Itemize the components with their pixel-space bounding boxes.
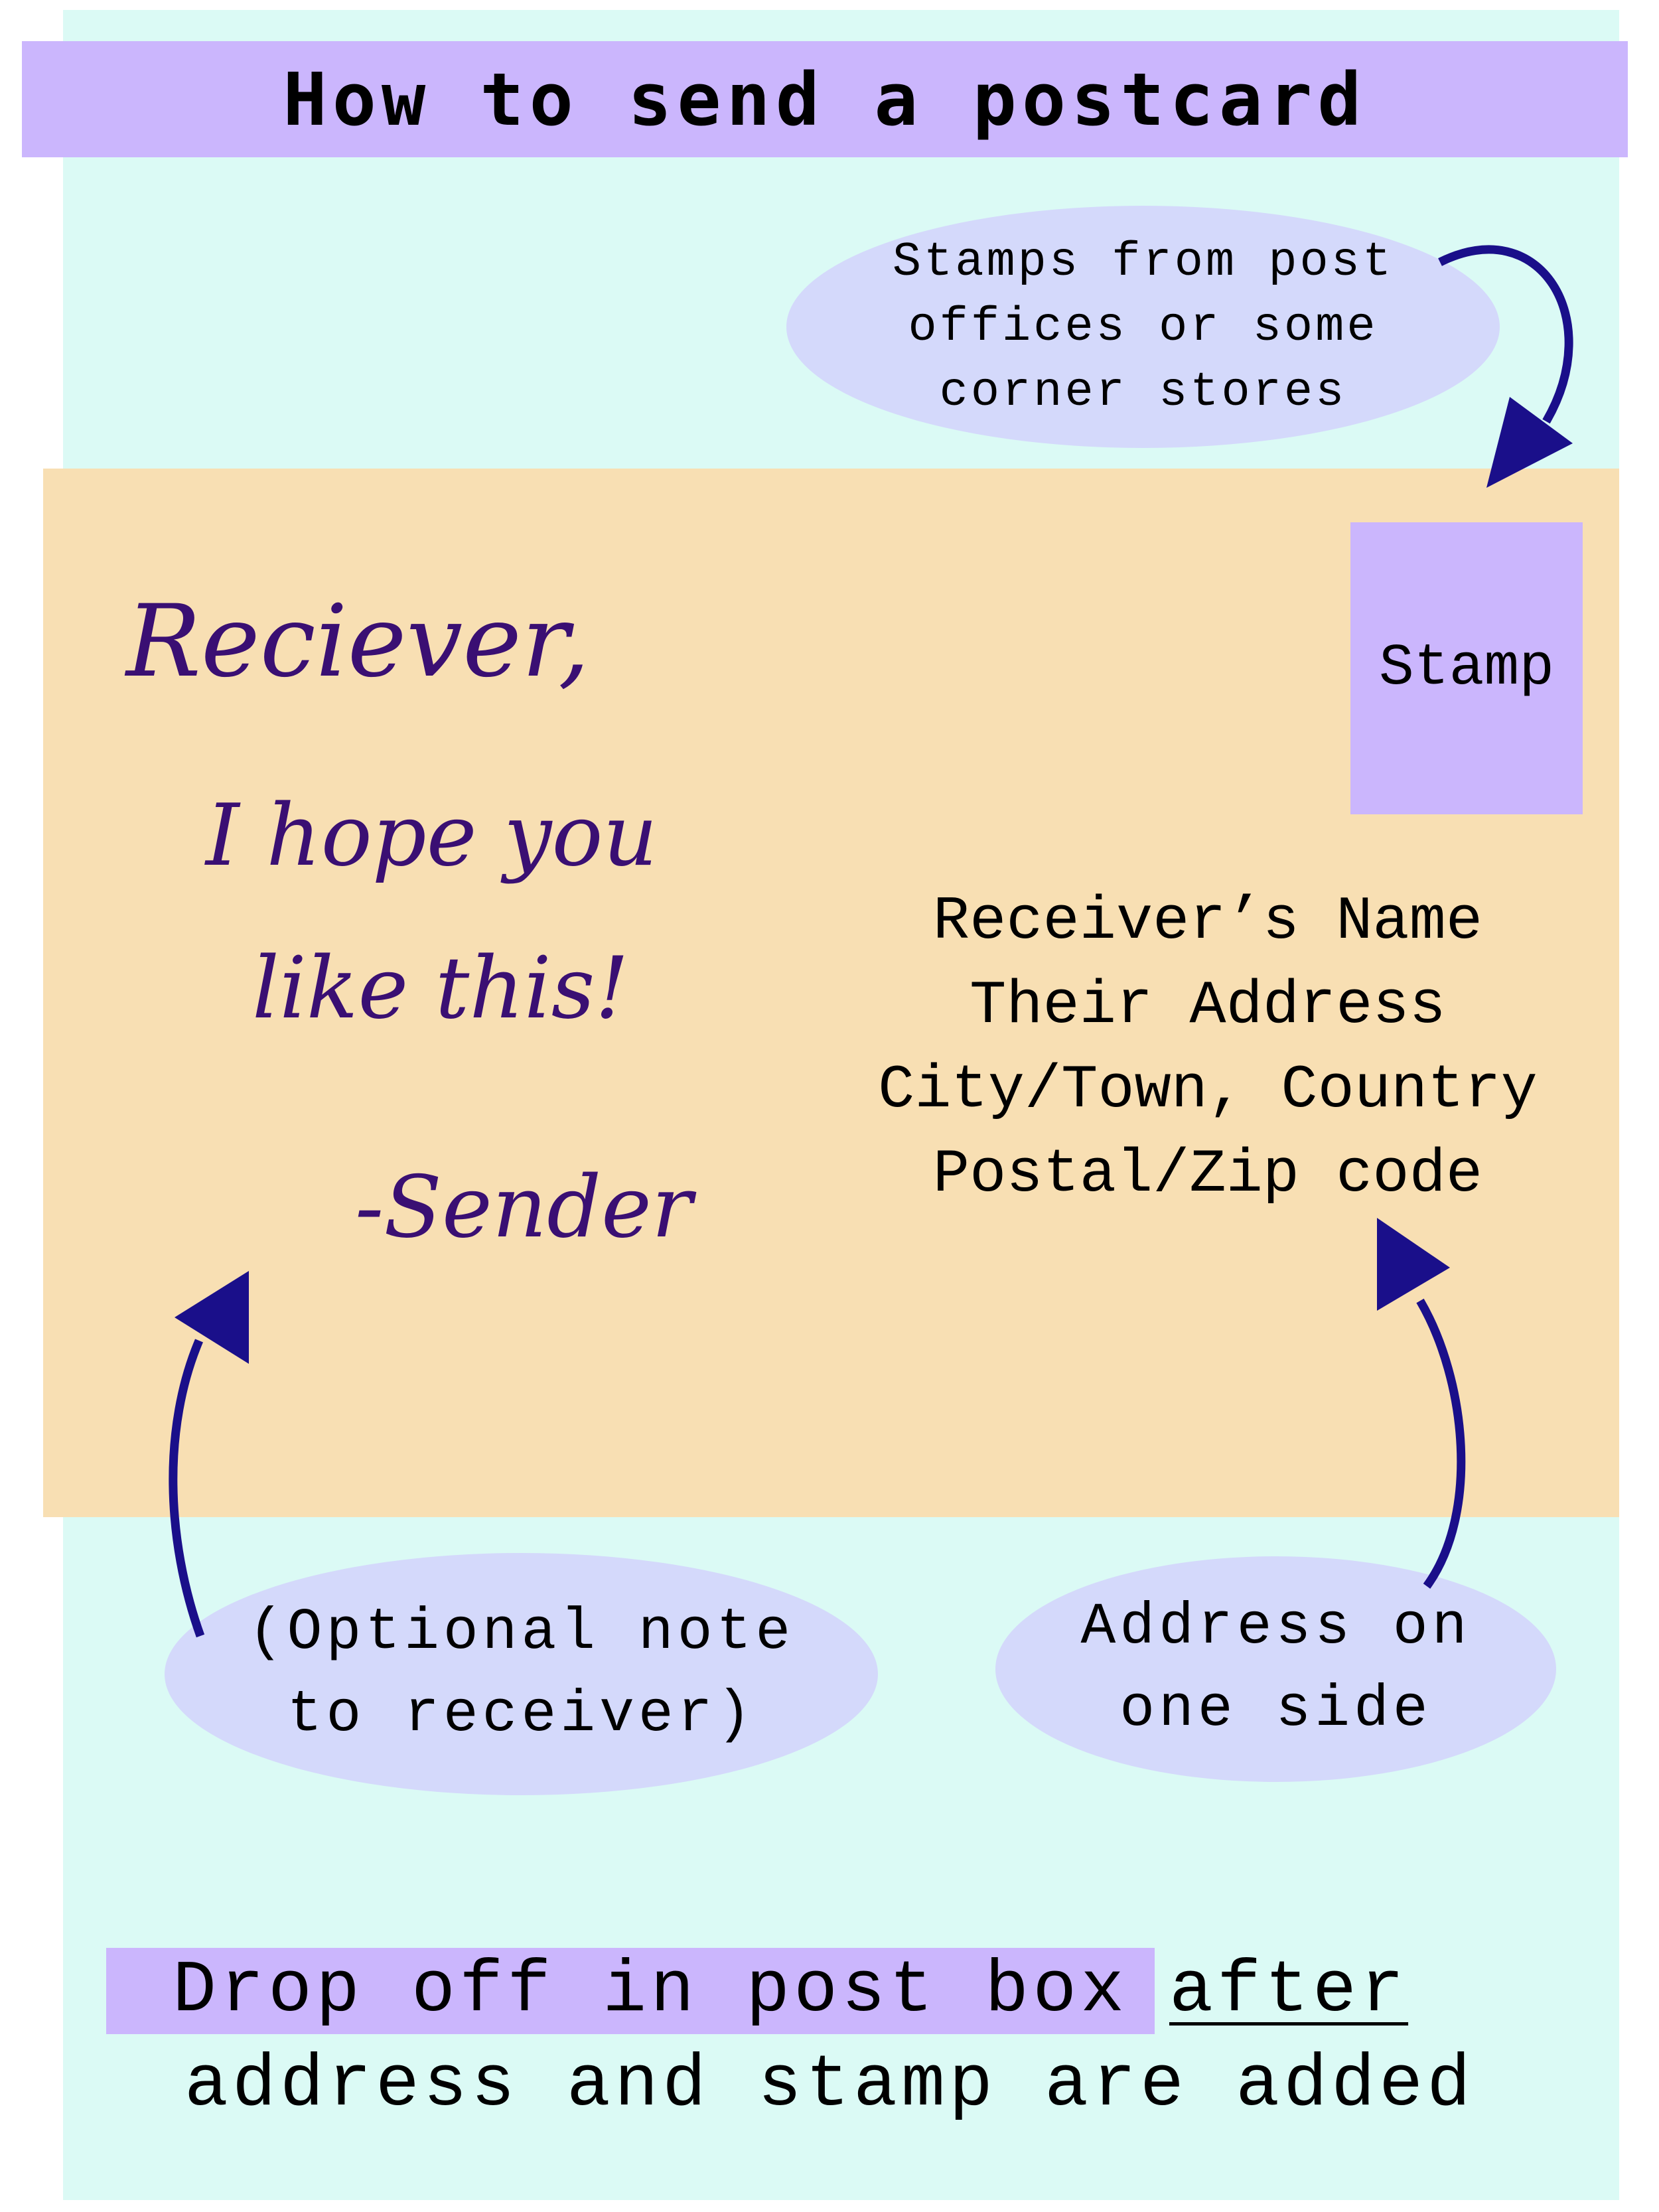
address-callout: Address on one side — [995, 1556, 1556, 1782]
footer-emphasis: after — [1169, 1949, 1409, 2033]
address-line: City/Town, Country — [878, 1055, 1538, 1125]
stamps-callout: Stamps from post offices or some corner … — [786, 206, 1500, 448]
note-callout: (Optional note to receiver) — [165, 1553, 878, 1795]
address-callout-line: one side — [1119, 1677, 1432, 1743]
address-block: Receiver’s Name Their Address City/Town,… — [803, 879, 1613, 1217]
stamp-arrow — [1438, 245, 1573, 424]
handwritten-line-1: I hope you — [206, 786, 658, 885]
address-callout-line: Address on — [1080, 1595, 1471, 1660]
note-arrow-head — [175, 1271, 249, 1364]
stamp-arrow-head — [1486, 397, 1573, 488]
handwritten-line-2: like this! — [252, 939, 629, 1038]
note-arrow — [169, 1339, 205, 1638]
note-callout-line: (Optional note — [248, 1599, 795, 1666]
address-line: Receiver’s Name — [932, 887, 1483, 956]
stamp-box: Stamp — [1350, 522, 1583, 814]
handwritten-greeting: Reciever, — [126, 584, 590, 700]
address-line: Postal/Zip code — [932, 1140, 1483, 1209]
page-title: How to send a postcard — [283, 56, 1367, 142]
footer-line-2: address and stamp are added — [184, 2044, 1475, 2127]
stamps-callout-line: Stamps from post — [892, 234, 1394, 289]
note-callout-line: to receiver) — [287, 1682, 756, 1748]
address-arrow-head — [1377, 1218, 1450, 1311]
stamps-callout-line: offices or some — [908, 299, 1378, 354]
address-arrow — [1416, 1298, 1466, 1589]
handwritten-signature: -Sender — [355, 1158, 692, 1257]
title-bar: How to send a postcard — [22, 41, 1628, 157]
stamps-callout-line: corner stores — [939, 364, 1347, 419]
footer-highlight: Drop off in post box — [106, 1948, 1155, 2034]
stamp-label: Stamp — [1378, 635, 1555, 701]
address-line: Their Address — [970, 971, 1446, 1041]
footer-line-1: Drop off in post box after — [106, 1945, 1408, 2037]
